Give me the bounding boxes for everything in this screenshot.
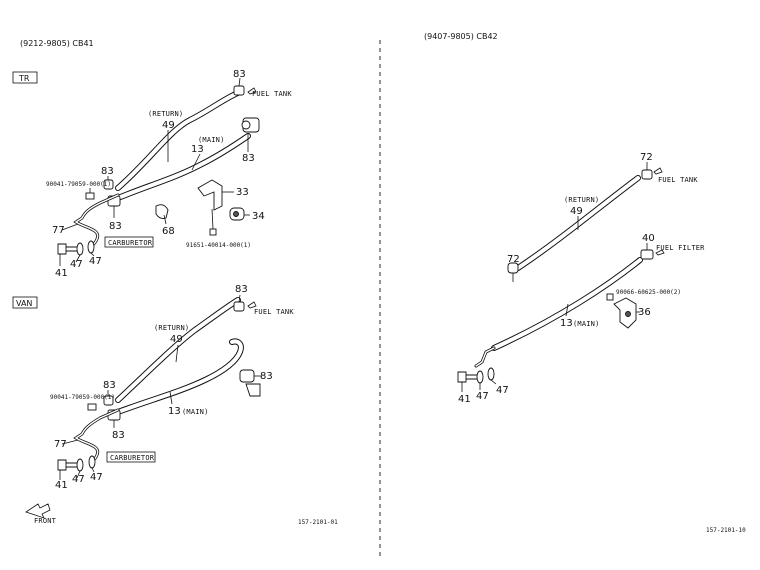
header-cb41: (9212-9805) CB41 (20, 39, 94, 48)
cb42-callout-36: 36 (638, 307, 651, 318)
van-clip-83-return (103, 395, 114, 406)
tr-callout-68: 68 (162, 226, 175, 237)
cb42-callout-47a: 47 (476, 391, 489, 402)
cb42-partno-90066: 90066-60625-000(2) (616, 289, 681, 296)
tr-label-carburetor: CARBURETOR (108, 239, 153, 247)
tr-bolt-91651 (209, 228, 217, 236)
tr-bracket-33 (197, 179, 223, 211)
tr-screw-90041 (85, 192, 95, 200)
cb42-callout-41: 41 (458, 394, 471, 405)
tr-label-main: (MAIN) (198, 136, 225, 144)
tr-box-label: TR (18, 74, 30, 83)
tr-callout-83-carb: 83 (109, 221, 122, 232)
van-washer-47b (88, 455, 96, 469)
cb42-bracket-36 (613, 297, 637, 329)
tr-callout-41: 41 (55, 268, 68, 279)
tr-callout-49: 49 (162, 120, 175, 131)
tr-callout-77: 77 (52, 225, 65, 236)
tr-callout-13: 13 (191, 144, 204, 155)
tr-carburetor-box (104, 236, 154, 248)
header-cb42: (9407-9805) CB42 (424, 32, 498, 41)
tr-callout-33: 33 (236, 187, 249, 198)
tr-label-return: (RETURN) (148, 110, 183, 118)
van-callout-49: 49 (170, 334, 183, 345)
tr-washer-47a (76, 242, 84, 256)
van-diagram: 83 FUEL TANK (RETURN) 49 83 83 90041-790… (50, 284, 294, 491)
tr-clip-83-tank (233, 85, 245, 96)
van-tank-arrow-icon (247, 301, 257, 309)
tr-callout-34: 34 (252, 211, 265, 222)
van-callout-83-main: 83 (260, 371, 273, 382)
tr-box (12, 71, 38, 84)
cb42-callout-13: 13 (560, 318, 573, 329)
cb42-filter-arrow-icon (655, 249, 665, 256)
van-callout-47b: 47 (90, 472, 103, 483)
tr-diagram: 83 FUEL TANK (RETURN) 49 (MAIN) 13 83 83… (46, 69, 292, 279)
van-callout-83: 83 (235, 284, 248, 295)
cb42-callout-72-return: 72 (507, 254, 520, 265)
cb42-callout-72: 72 (640, 152, 653, 163)
cb42-label-fuel-filter: FUEL FILTER (656, 244, 705, 252)
cb42-callout-49: 49 (570, 206, 583, 217)
van-callout-83-carb: 83 (112, 430, 125, 441)
van-label-carburetor: CARBURETOR (110, 454, 155, 462)
tr-callout-83: 83 (233, 69, 246, 80)
panel-cb42: (9407-9805) CB42 (424, 32, 746, 534)
van-label-main: (MAIN) (182, 408, 209, 416)
van-clip-83-main (239, 369, 255, 383)
tr-tank-arrow-icon (247, 87, 257, 95)
figure-code-left: 157-2101-01 (298, 519, 338, 526)
front-label: FRONT (34, 517, 57, 525)
van-callout-47a: 47 (72, 474, 85, 485)
van-label-return: (RETURN) (154, 324, 189, 332)
van-carburetor-box (106, 451, 156, 463)
tr-clip-83-return (103, 179, 114, 190)
tr-callout-47b: 47 (89, 256, 102, 267)
cb42-washer-47a (476, 370, 484, 384)
tr-callout-47a: 47 (70, 259, 83, 270)
cb42-label-fuel-tank: FUEL TANK (658, 176, 698, 184)
cb42-clip-72-tank (641, 169, 653, 180)
cb42-callout-40: 40 (642, 233, 655, 244)
panel-cb41: (9212-9805) CB41 TR (12, 39, 338, 526)
cb42-bolt-90066 (606, 293, 614, 301)
front-arrow-icon (25, 503, 51, 519)
cb42-clip-40 (640, 249, 654, 260)
cb42-pipe-end (474, 346, 496, 368)
cb42-washer-47b (487, 367, 495, 381)
van-main-hose (115, 338, 244, 415)
cb42-callout-47b: 47 (496, 385, 509, 396)
tr-partno-90041: 90041-79059-000(1) (46, 181, 111, 188)
tr-washer-47b (87, 240, 95, 254)
van-label-fuel-tank: FUEL TANK (254, 308, 294, 316)
van-callout-13: 13 (168, 406, 181, 417)
figure-code-right: 157-2101-10 (706, 527, 746, 534)
cb42-bolt-41 (457, 371, 479, 383)
van-washer-47a (76, 458, 84, 472)
van-box (12, 296, 38, 309)
cb42-tank-arrow-icon (653, 167, 663, 175)
tr-callout-83-main: 83 (242, 153, 255, 164)
tr-clip-68 (155, 204, 169, 219)
tr-label-fuel-tank: FUEL TANK (252, 90, 292, 98)
tr-callout-83-return: 83 (101, 166, 114, 177)
van-callout-83-return: 83 (103, 380, 116, 391)
tr-partno-91651: 91651-40014-000(1) (186, 242, 251, 249)
cb42-label-main: (MAIN) (573, 320, 600, 328)
van-callout-41: 41 (55, 480, 68, 491)
van-callout-77: 77 (54, 439, 67, 450)
van-screw-90041 (87, 403, 97, 411)
van-partno-90041: 90041-79059-000(1) (50, 394, 115, 401)
van-box-label: VAN (16, 299, 32, 308)
van-clip-83-tank (233, 301, 245, 312)
cb42-label-return: (RETURN) (564, 196, 599, 204)
